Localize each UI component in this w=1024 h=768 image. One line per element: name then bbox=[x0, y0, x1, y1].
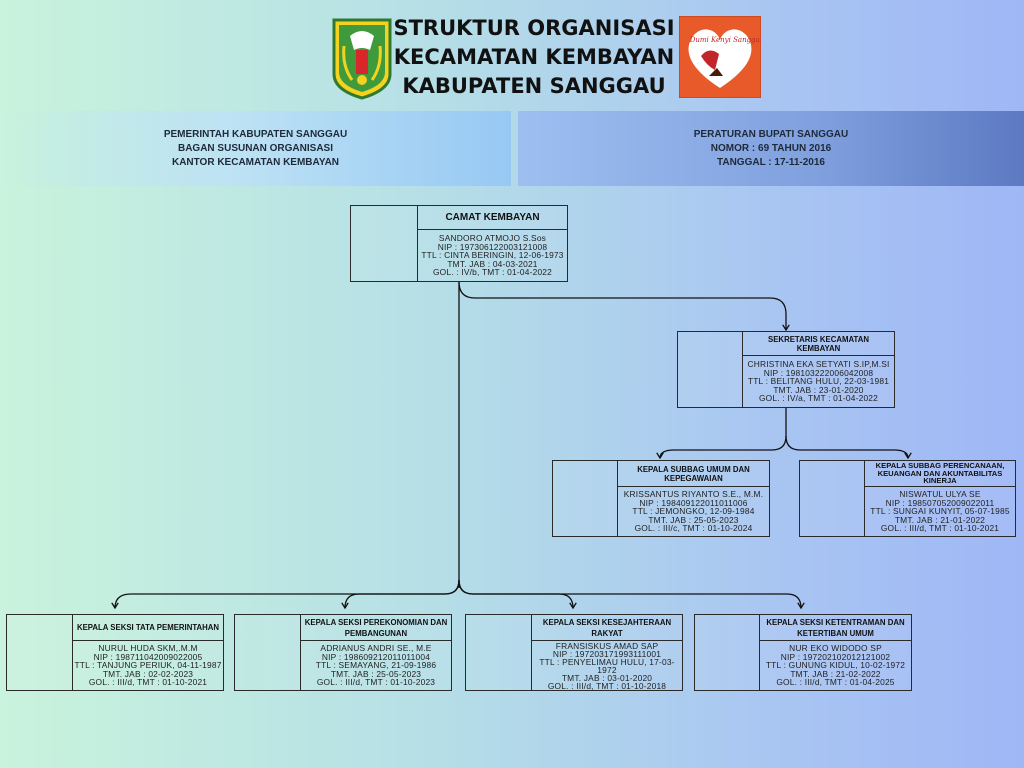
node-title: CAMAT KEMBAYAN bbox=[418, 206, 567, 230]
node-details: FRANSISKUS AMAD SAP NIP : 19720317199311… bbox=[539, 640, 675, 691]
photo-placeholder bbox=[678, 332, 743, 407]
node-camat: CAMAT KEMBAYAN SANDORO ATMOJO S.Sos NIP … bbox=[350, 205, 568, 282]
band-left-line-3: KANTOR KECAMATAN KEMBAYAN bbox=[171, 156, 340, 168]
connector-to-subbag-umum bbox=[656, 435, 787, 460]
node-subbag-umum: KEPALA SUBBAG UMUM DAN KEPEGAWAIAN KRISS… bbox=[552, 460, 770, 537]
node-details: KRISSANTUS RIYANTO S.E., M.M. NIP : 1984… bbox=[623, 489, 764, 534]
photo-placeholder bbox=[800, 461, 865, 536]
connector-to-seksi-ekbang bbox=[341, 579, 460, 610]
node-title: SEKRETARIS KECAMATAN KEMBAYAN bbox=[743, 332, 894, 356]
node-seksi-kesra: KEPALA SEKSI KESEJAHTERAAN RAKYAT FRANSI… bbox=[465, 614, 683, 691]
node-details: CHRISTINA EKA SETYATI S.IP,M.SI NIP : 19… bbox=[747, 359, 890, 404]
photo-placeholder bbox=[7, 615, 73, 690]
node-title: KEPALA SEKSI KETENTRAMAN DAN KETERTIBAN … bbox=[760, 615, 911, 641]
node-seksi-tata-pemerintahan: KEPALA SEKSI TATA PEMERINTAHAN NURUL HUD… bbox=[6, 614, 224, 691]
connector-to-seksi-tapem bbox=[111, 579, 460, 610]
page-title: STRUKTUR ORGANISASI KECAMATAN KEMBAYAN K… bbox=[392, 14, 676, 101]
node-sekretaris: SEKRETARIS KECAMATAN KEMBAYAN CHRISTINA … bbox=[677, 331, 895, 408]
kabupaten-sanggau-emblem-icon bbox=[330, 16, 394, 100]
dara-juanti-heart-logo-icon: Dumi Kenyi Sanggau bbox=[678, 15, 765, 99]
node-title: KEPALA SUBBAG UMUM DAN KEPEGAWAIAN bbox=[618, 461, 769, 487]
header-band-left: PEMERINTAH KABUPATEN SANGGAU BAGAN SUSUN… bbox=[0, 111, 511, 186]
node-subbag-perencanaan: KEPALA SUBBAG PERENCANAAN, KEUANGAN DAN … bbox=[799, 460, 1016, 537]
band-right-line-2: NOMOR : 69 TAHUN 2016 bbox=[710, 142, 832, 154]
band-right-line-1: PERATURAN BUPATI SANGGAU bbox=[693, 128, 849, 140]
connector-to-seksi-kesra bbox=[458, 579, 577, 610]
connector-to-subbag-perencanaan bbox=[785, 435, 912, 460]
node-title: KEPALA SEKSI KESEJAHTERAAN RAKYAT bbox=[532, 615, 682, 641]
node-title: KEPALA SEKSI TATA PEMERINTAHAN bbox=[73, 615, 223, 641]
connector-camat-sekretaris bbox=[458, 281, 790, 332]
node-seksi-perekonomian: KEPALA SEKSI PEREKONOMIAN DAN PEMBANGUNA… bbox=[234, 614, 452, 691]
band-left-line-1: PEMERINTAH KABUPATEN SANGGAU bbox=[163, 128, 348, 140]
title-line-2: KECAMATAN KEMBAYAN bbox=[393, 45, 675, 69]
title-line-1: STRUKTUR ORGANISASI bbox=[393, 16, 675, 40]
photo-placeholder bbox=[351, 206, 418, 281]
node-details: NURUL HUDA SKM,.M.M NIP : 19871104200902… bbox=[74, 643, 222, 688]
band-left-line-2: BAGAN SUSUNAN ORGANISASI bbox=[177, 142, 333, 154]
photo-placeholder bbox=[235, 615, 301, 690]
node-details: ADRIANUS ANDRI SE., M.E NIP : 1986092120… bbox=[315, 643, 437, 688]
node-title: KEPALA SUBBAG PERENCANAAN, KEUANGAN DAN … bbox=[865, 461, 1015, 487]
photo-placeholder bbox=[553, 461, 618, 536]
logo-script-text: Dumi Kenyi Sanggau bbox=[689, 36, 761, 44]
photo-placeholder bbox=[695, 615, 760, 690]
node-details: NUR EKO WIDODO SP NIP : 1972021020121210… bbox=[765, 643, 906, 688]
node-details: SANDORO ATMOJO S.Sos NIP : 1973061220031… bbox=[421, 233, 564, 278]
band-right-line-3: TANGGAL : 17-11-2016 bbox=[716, 156, 825, 168]
photo-placeholder bbox=[466, 615, 532, 690]
node-details: NISWATUL ULYA SE NIP : 19850705200902201… bbox=[870, 489, 1010, 534]
node-seksi-trantib: KEPALA SEKSI KETENTRAMAN DAN KETERTIBAN … bbox=[694, 614, 912, 691]
node-title: KEPALA SEKSI PEREKONOMIAN DAN PEMBANGUNA… bbox=[301, 615, 451, 641]
title-line-3: KABUPATEN SANGGAU bbox=[402, 74, 666, 98]
connector-to-seksi-trantib bbox=[458, 579, 805, 610]
header-band-right: PERATURAN BUPATI SANGGAU NOMOR : 69 TAHU… bbox=[518, 111, 1024, 186]
